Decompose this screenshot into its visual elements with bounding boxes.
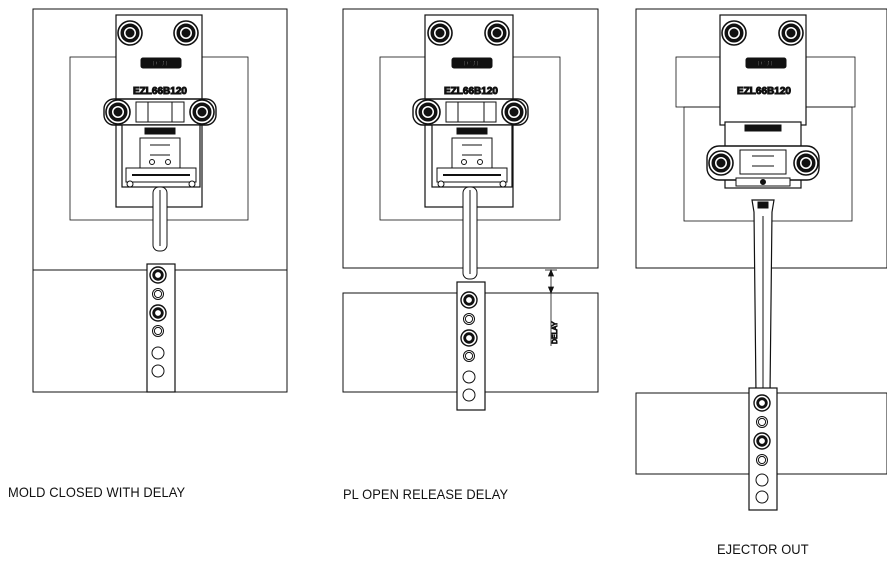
delay-dimension-label: DELAY [552, 321, 559, 344]
part-number-label: EZL66B120 [444, 86, 498, 97]
panel-mold-closed: DME EZL66B120 [32, 8, 288, 393]
brand-logo: DME [151, 59, 170, 68]
panel-pl-open: DME EZL66B120 DELAY [342, 8, 599, 411]
brand-logo: DME [462, 59, 481, 68]
panel-ejector-out: DME EZL66B120 [635, 8, 887, 511]
caption-mold-closed: MOLD CLOSED WITH DELAY [8, 484, 186, 500]
part-number-label: EZL66B120 [133, 86, 187, 97]
delay-dimension [545, 268, 557, 346]
caption-ejector-out: EJECTOR OUT [717, 541, 809, 557]
part-number-label: EZL66B120 [737, 86, 791, 97]
brand-logo: DME [756, 59, 775, 68]
caption-pl-open: PL OPEN RELEASE DELAY [343, 486, 509, 502]
